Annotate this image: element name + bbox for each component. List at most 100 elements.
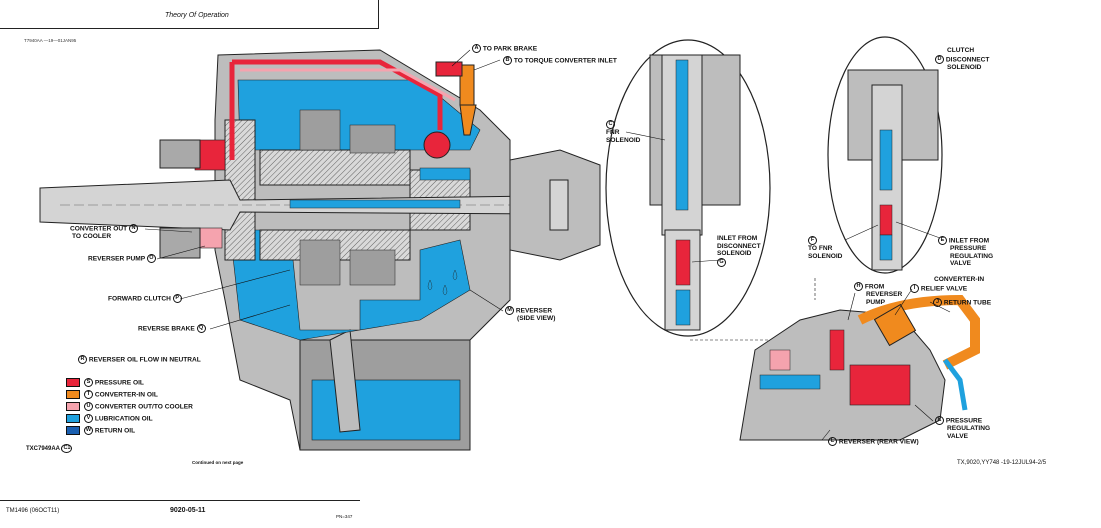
callout-h: H FROM REVERSER PUMP bbox=[854, 282, 902, 306]
callout-k-line2: REGULATING bbox=[947, 425, 991, 432]
callout-j-letter: J bbox=[933, 298, 942, 307]
callout-q-letter: Q bbox=[196, 324, 206, 333]
callout-i-letter: I bbox=[910, 283, 919, 293]
callout-g-line3: SOLENOID bbox=[717, 250, 752, 258]
callout-j: J RETURN TUBE bbox=[933, 298, 991, 307]
clutch-disconnect-view bbox=[827, 36, 943, 274]
footer-pn: PN=347 bbox=[336, 514, 353, 519]
legend-label: LUBRICATION OIL bbox=[94, 415, 153, 423]
callout-f-letter: F bbox=[808, 236, 817, 245]
callout-d-line3: SOLENOID bbox=[947, 63, 982, 71]
callout-h-line1: FROM bbox=[864, 283, 885, 291]
legend-swatch-converter-in bbox=[66, 390, 80, 399]
footer-rule bbox=[0, 500, 360, 501]
callout-g-line2: DISCONNECT bbox=[717, 242, 761, 250]
callout-n-letter: N bbox=[129, 224, 138, 233]
callout-r-text: REVERSER OIL FLOW IN NEUTRAL bbox=[88, 356, 201, 364]
callout-i: CONVERTER-IN I RELIEF VALVE bbox=[910, 276, 984, 293]
callout-k-line3: VALVE bbox=[947, 432, 969, 440]
legend-item: S PRESSURE OIL bbox=[66, 378, 144, 387]
callout-n-line2: TO COOLER bbox=[72, 233, 112, 240]
callout-d-line1: CLUTCH bbox=[947, 47, 975, 54]
figure-reference: TX,9020,YY748 -19-12JUL94-2/5 bbox=[957, 460, 1047, 466]
callout-g: INLET FROM DISCONNECT SOLENOID G bbox=[717, 235, 761, 267]
callout-c: C FNR SOLENOID bbox=[606, 120, 640, 144]
callout-c-letter: C bbox=[606, 120, 615, 129]
legend-label: RETURN OIL bbox=[94, 427, 136, 435]
legend-item: W RETURN OIL bbox=[66, 426, 135, 435]
callout-g-line1: INLET FROM bbox=[717, 235, 758, 242]
callout-p-text: FORWARD CLUTCH bbox=[108, 295, 171, 303]
legend-swatch-lubrication bbox=[66, 414, 80, 423]
callout-k-letter: K bbox=[935, 416, 944, 425]
callout-c-line1: FNR bbox=[606, 129, 620, 136]
callout-r-letter: R bbox=[78, 355, 87, 364]
callout-e: E INLET FROM PRESSURE REGULATING VALVE bbox=[938, 236, 993, 268]
callout-l: L REVERSER (REAR VIEW) bbox=[828, 437, 919, 446]
legend-swatch-return bbox=[66, 426, 80, 435]
fnr-solenoid-view bbox=[605, 39, 771, 337]
legend-label: CONVERTER OUT/TO COOLER bbox=[94, 403, 193, 411]
callout-m-line2: (SIDE VIEW) bbox=[517, 315, 556, 322]
legend-letter: S bbox=[84, 378, 93, 387]
footer-manual: TM1496 (06OCT11) bbox=[6, 508, 60, 514]
legend-letter: W bbox=[84, 426, 93, 435]
legend-letter: T bbox=[84, 390, 93, 399]
callout-m-line1: REVERSER bbox=[515, 307, 553, 315]
callout-i-line1: CONVERTER-IN bbox=[934, 276, 985, 283]
callout-b-letter: B bbox=[503, 56, 512, 65]
callout-e-line2: PRESSURE bbox=[950, 245, 987, 252]
callout-o-letter: O bbox=[146, 254, 156, 263]
callout-d-letter: D bbox=[935, 54, 944, 64]
callout-c-line2: SOLENOID bbox=[606, 136, 641, 144]
callout-m-letter: M bbox=[505, 306, 514, 315]
callout-a-text: TO PARK BRAKE bbox=[482, 45, 538, 53]
figure-id: T7940AA —19—01JAN95 bbox=[24, 38, 77, 43]
callout-d: CLUTCH D DISCONNECT SOLENOID bbox=[935, 47, 989, 71]
callout-o-text: REVERSER PUMP bbox=[88, 255, 146, 263]
callout-n: CONVERTER OUT N TO COOLER bbox=[70, 224, 138, 241]
legend-swatch-converter-out bbox=[66, 402, 80, 411]
callout-e-line1: INLET FROM bbox=[948, 237, 990, 245]
header-title: Theory Of Operation bbox=[165, 12, 229, 19]
legend-swatch-pressure bbox=[66, 378, 80, 387]
callout-r: R REVERSER OIL FLOW IN NEUTRAL bbox=[78, 355, 201, 364]
callout-m: M REVERSER (SIDE VIEW) bbox=[505, 306, 555, 323]
callout-l-letter: L bbox=[828, 437, 837, 446]
callout-q-text: REVERSE BRAKE bbox=[138, 325, 195, 333]
callout-d-line2: DISCONNECT bbox=[945, 55, 990, 63]
callout-q: REVERSE BRAKE Q bbox=[138, 324, 206, 333]
continued-note: Continued on next page bbox=[192, 460, 244, 465]
figure-code-mark: C1 bbox=[61, 444, 73, 453]
callout-f: F TO FNR SOLENOID bbox=[808, 236, 842, 260]
callout-g-letter: G bbox=[717, 257, 726, 267]
callout-a-letter: A bbox=[472, 44, 481, 53]
callout-h-letter: H bbox=[854, 282, 863, 291]
header-box: Theory Of Operation bbox=[0, 0, 379, 29]
callout-h-line2: REVERSER bbox=[866, 291, 903, 298]
legend-label: CONVERTER-IN OIL bbox=[94, 391, 158, 399]
callout-a: A TO PARK BRAKE bbox=[472, 44, 537, 53]
legend-letter: U bbox=[84, 402, 93, 411]
legend-label: PRESSURE OIL bbox=[94, 379, 144, 387]
callout-p: FORWARD CLUTCH P bbox=[108, 294, 182, 303]
callout-h-line3: PUMP bbox=[866, 298, 886, 306]
callout-i-line2: RELIEF VALVE bbox=[920, 284, 968, 292]
callout-o: REVERSER PUMP O bbox=[88, 254, 156, 263]
side-view bbox=[39, 49, 601, 451]
callout-k-line1: PRESSURE bbox=[945, 417, 983, 425]
callout-n-line1: CONVERTER OUT bbox=[70, 225, 128, 233]
callout-l-text: REVERSER (REAR VIEW) bbox=[838, 438, 919, 446]
rear-view bbox=[690, 278, 980, 441]
figure-code-text: TXC7949AA bbox=[26, 446, 60, 453]
callout-j-text: RETURN TUBE bbox=[943, 299, 992, 307]
callout-p-letter: P bbox=[172, 294, 182, 303]
callout-f-line2: SOLENOID bbox=[808, 252, 843, 260]
callout-e-line4: VALVE bbox=[950, 260, 972, 268]
legend-item: V LUBRICATION OIL bbox=[66, 414, 153, 423]
callout-k: K PRESSURE REGULATING VALVE bbox=[935, 416, 990, 440]
legend-item: U CONVERTER OUT/TO COOLER bbox=[66, 402, 193, 411]
legend-item: T CONVERTER-IN OIL bbox=[66, 390, 158, 399]
legend-letter: V bbox=[84, 414, 93, 423]
